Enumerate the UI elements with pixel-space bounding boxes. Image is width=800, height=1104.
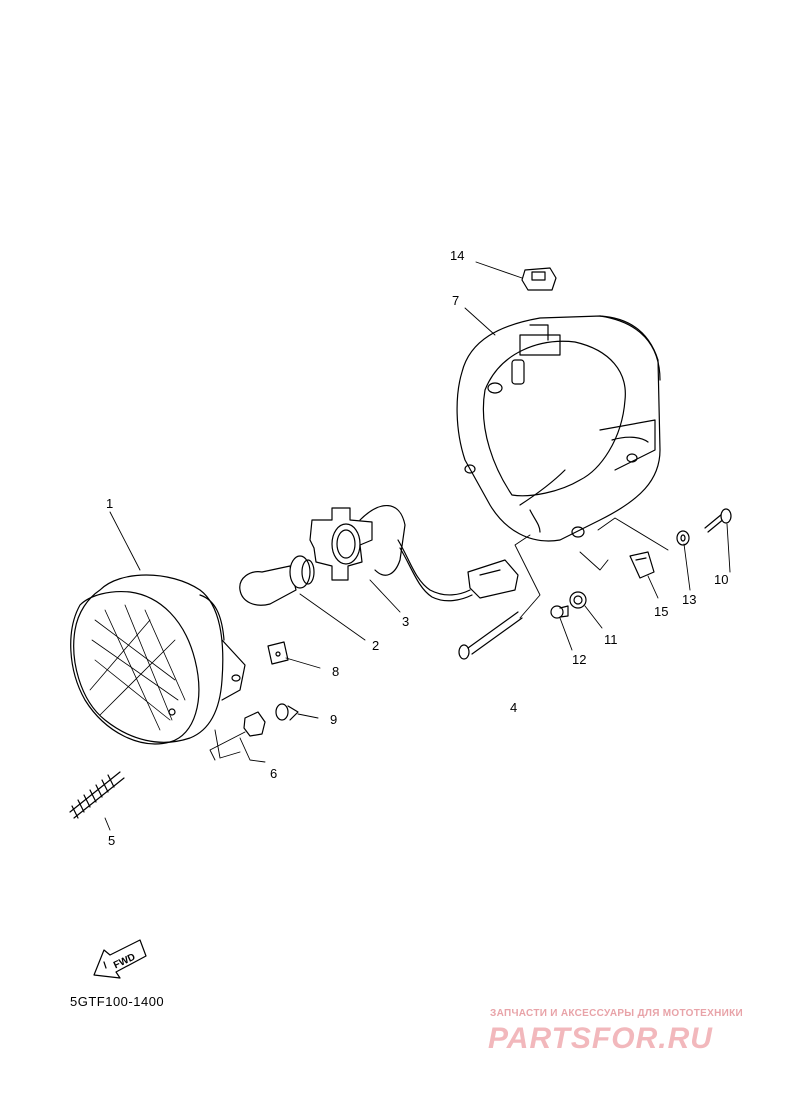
screw-10 — [704, 508, 732, 533]
callout-5: 5 — [108, 833, 115, 848]
callout-4: 4 — [510, 700, 517, 715]
callout-14: 14 — [450, 248, 464, 263]
screw-9 — [275, 703, 299, 721]
callout-10: 10 — [714, 572, 728, 587]
leader-lines — [104, 261, 731, 831]
bulb-socket-assembly — [309, 505, 519, 602]
callout-8: 8 — [332, 664, 339, 679]
callout-15: 15 — [654, 604, 668, 619]
clip-15 — [629, 551, 655, 579]
fwd-arrow-icon — [93, 939, 147, 979]
callout-1: 1 — [106, 496, 113, 511]
headlight-unit — [70, 574, 246, 745]
bulb — [239, 555, 315, 606]
callout-13: 13 — [682, 592, 696, 607]
callout-7: 7 — [452, 293, 459, 308]
diagram-code: 5GTF100-1400 — [70, 994, 165, 1009]
clip-8 — [267, 641, 289, 665]
callout-2: 2 — [372, 638, 379, 653]
callout-12: 12 — [572, 652, 586, 667]
nut — [243, 711, 266, 737]
rubber-cap — [521, 267, 557, 291]
grommet — [569, 591, 587, 609]
watermark-tagline: ЗАПЧАСТИ И АКСЕССУАРЫ ДЛЯ МОТОТЕХНИКИ — [490, 1008, 743, 1019]
callout-11: 11 — [604, 632, 618, 647]
adjusting-screw — [458, 611, 523, 660]
washer — [676, 530, 690, 546]
callout-9: 9 — [330, 712, 337, 727]
spring — [69, 771, 125, 819]
headlight-housing — [456, 315, 661, 542]
collar — [550, 605, 569, 619]
watermark-logo: PARTSFOR.RU — [488, 1022, 713, 1055]
callout-6: 6 — [270, 766, 277, 781]
callout-3: 3 — [402, 614, 409, 629]
